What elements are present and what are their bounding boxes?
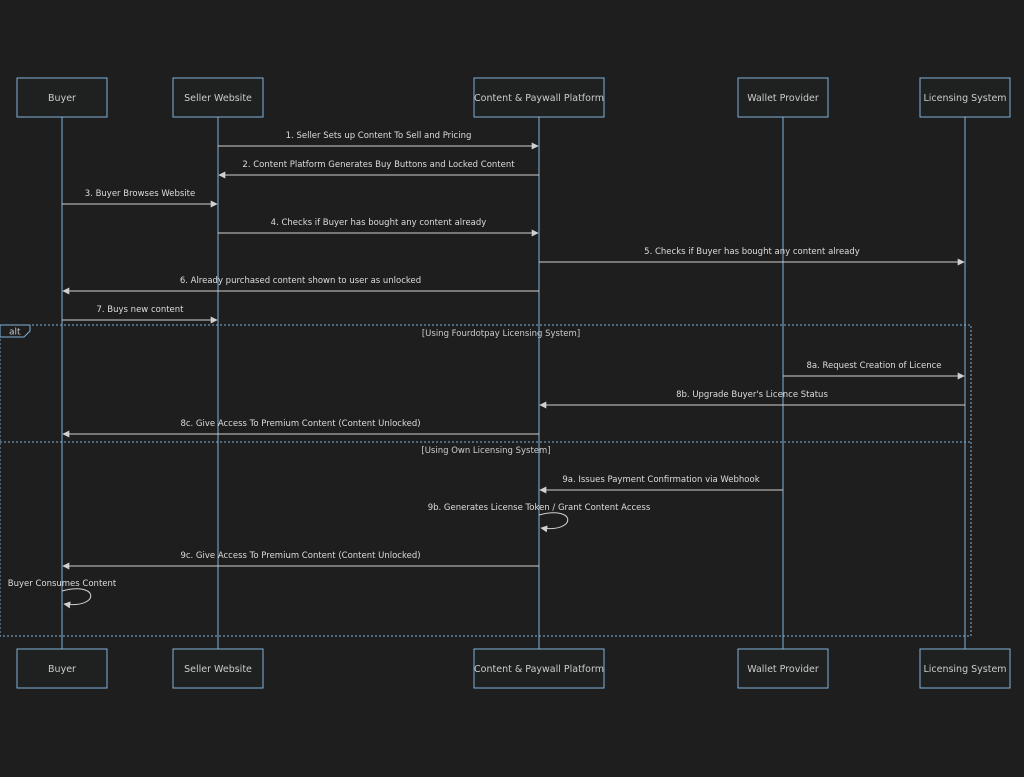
actor-box bbox=[172, 77, 264, 118]
actor-licensing-bottom: Licensing System bbox=[919, 648, 1011, 689]
actor-seller-top: Seller Website bbox=[172, 77, 264, 118]
lifelines bbox=[61, 117, 966, 649]
alt-frame-label: alt bbox=[9, 328, 21, 338]
message-label: 4. Checks if Buyer has bought any conten… bbox=[271, 218, 487, 228]
message-1: 1. Seller Sets up Content To Sell and Pr… bbox=[218, 131, 539, 150]
actor-wallet-bottom: Wallet Provider bbox=[737, 648, 829, 689]
self-loop-arrow bbox=[61, 588, 92, 609]
message-label: 8a. Request Creation of Licence bbox=[806, 361, 941, 371]
alt-frame: alt [Using Fourdotpay Licensing System] … bbox=[0, 324, 972, 637]
alt-section-condition-2: [Using Own Licensing System] bbox=[421, 446, 550, 456]
actor-platform-top: Content & Paywall Platform bbox=[473, 77, 605, 118]
actor-label: Seller Website bbox=[184, 93, 252, 104]
message-7: 7. Buys new content bbox=[62, 305, 218, 324]
actor-label: Seller Website bbox=[184, 664, 252, 675]
message-13: 9c. Give Access To Premium Content (Cont… bbox=[62, 551, 539, 570]
actor-box bbox=[737, 648, 829, 689]
actor-box bbox=[919, 648, 1011, 689]
actor-box bbox=[737, 77, 829, 118]
message-6: 6. Already purchased content shown to us… bbox=[62, 276, 539, 295]
actor-label: Wallet Provider bbox=[747, 664, 819, 675]
actor-label: Buyer bbox=[48, 664, 76, 675]
message-14: Buyer Consumes Content bbox=[8, 579, 117, 609]
message-2: 2. Content Platform Generates Buy Button… bbox=[218, 160, 539, 179]
alt-frame-label-box bbox=[0, 324, 31, 338]
message-label: Buyer Consumes Content bbox=[8, 579, 117, 589]
actor-box bbox=[16, 648, 108, 689]
actor-licensing-top: Licensing System bbox=[919, 77, 1011, 118]
actor-label: Wallet Provider bbox=[747, 93, 819, 104]
message-8: 8a. Request Creation of Licence bbox=[783, 361, 965, 380]
actor-platform-bottom: Content & Paywall Platform bbox=[473, 648, 605, 689]
alt-frame-border bbox=[0, 324, 972, 637]
alt-section-condition-1: [Using Fourdotpay Licensing System] bbox=[422, 329, 580, 339]
actor-label: Content & Paywall Platform bbox=[474, 664, 604, 675]
actor-label: Licensing System bbox=[923, 664, 1006, 675]
message-11: 9a. Issues Payment Confirmation via Webh… bbox=[539, 475, 783, 494]
message-12: 9b. Generates License Token / Grant Cont… bbox=[428, 503, 651, 533]
actor-buyer-top: Buyer bbox=[16, 77, 108, 118]
actor-seller-bottom: Seller Website bbox=[172, 648, 264, 689]
message-label: 8c. Give Access To Premium Content (Cont… bbox=[180, 419, 420, 429]
message-10: 8c. Give Access To Premium Content (Cont… bbox=[62, 419, 539, 438]
message-label: 7. Buys new content bbox=[96, 305, 184, 315]
actor-box bbox=[919, 77, 1011, 118]
message-label: 3. Buyer Browses Website bbox=[85, 189, 195, 199]
actor-label: Content & Paywall Platform bbox=[474, 93, 604, 104]
message-4: 4. Checks if Buyer has bought any conten… bbox=[218, 218, 539, 237]
message-label: 2. Content Platform Generates Buy Button… bbox=[242, 160, 515, 170]
message-3: 3. Buyer Browses Website bbox=[62, 189, 218, 208]
message-label: 1. Seller Sets up Content To Sell and Pr… bbox=[286, 131, 472, 141]
actor-label: Buyer bbox=[48, 93, 76, 104]
actor-box bbox=[172, 648, 264, 689]
message-label: 9b. Generates License Token / Grant Cont… bbox=[428, 503, 651, 513]
message-label: 8b. Upgrade Buyer's Licence Status bbox=[676, 390, 828, 400]
self-loop-arrow bbox=[538, 512, 569, 533]
actor-label: Licensing System bbox=[923, 93, 1006, 104]
message-label: 9a. Issues Payment Confirmation via Webh… bbox=[562, 475, 759, 485]
actor-box bbox=[16, 77, 108, 118]
actor-wallet-top: Wallet Provider bbox=[737, 77, 829, 118]
message-label: 6. Already purchased content shown to us… bbox=[180, 276, 421, 286]
actor-box bbox=[473, 648, 605, 689]
message-9: 8b. Upgrade Buyer's Licence Status bbox=[539, 390, 965, 409]
message-label: 9c. Give Access To Premium Content (Cont… bbox=[180, 551, 420, 561]
messages: 1. Seller Sets up Content To Sell and Pr… bbox=[8, 131, 965, 609]
message-5: 5. Checks if Buyer has bought any conten… bbox=[539, 247, 965, 266]
actor-buyer-bottom: Buyer bbox=[16, 648, 108, 689]
message-label: 5. Checks if Buyer has bought any conten… bbox=[644, 247, 860, 257]
actor-box bbox=[473, 77, 605, 118]
